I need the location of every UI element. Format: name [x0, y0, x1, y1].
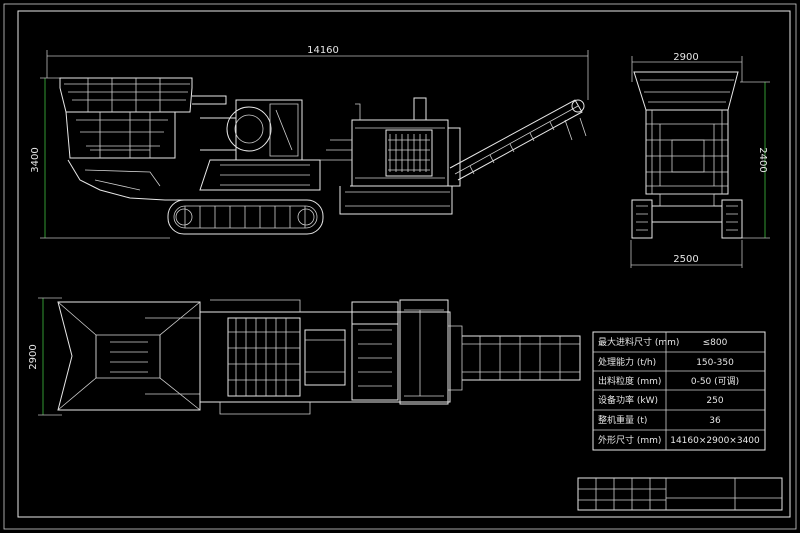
spec-label-output-size: 出料粒度 (mm) [598, 375, 661, 387]
dim-top-width: 2900 [28, 344, 39, 369]
inner-border [17, 10, 791, 518]
spec-label-dimensions: 外形尺寸 (mm) [598, 434, 661, 446]
spec-value-feed-size: ≤800 [703, 338, 728, 348]
spec-value-capacity: 150-350 [696, 358, 734, 368]
side-view: 14160 3400 [30, 45, 589, 239]
spec-value-output-size: 0-50 (可调) [691, 376, 739, 387]
front-view: 2900 2400 2500 [630, 52, 770, 268]
spec-value-weight: 36 [709, 416, 721, 426]
top-view: 2900 [28, 297, 581, 416]
dim-side-length: 14160 [307, 45, 339, 56]
outer-border [3, 3, 797, 530]
spec-label-weight: 整机重量 (t) [598, 414, 647, 426]
dim-front-base: 2500 [673, 254, 698, 265]
spec-value-dimensions: 14160×2900×3400 [670, 436, 760, 446]
spec-label-capacity: 处理能力 (t/h) [598, 356, 656, 368]
title-block [577, 477, 783, 511]
spec-value-power: 250 [706, 396, 723, 406]
dim-front-height: 2400 [757, 147, 768, 172]
spec-label-power: 设备功率 (kW) [598, 394, 658, 406]
dim-side-height: 3400 [30, 147, 41, 172]
dim-front-width: 2900 [673, 52, 698, 63]
spec-label-feed-size: 最大进料尺寸 (mm) [598, 336, 679, 348]
spec-table: 最大进料尺寸 (mm) ≤800 处理能力 (t/h) 150-350 出料粒度… [592, 331, 766, 451]
